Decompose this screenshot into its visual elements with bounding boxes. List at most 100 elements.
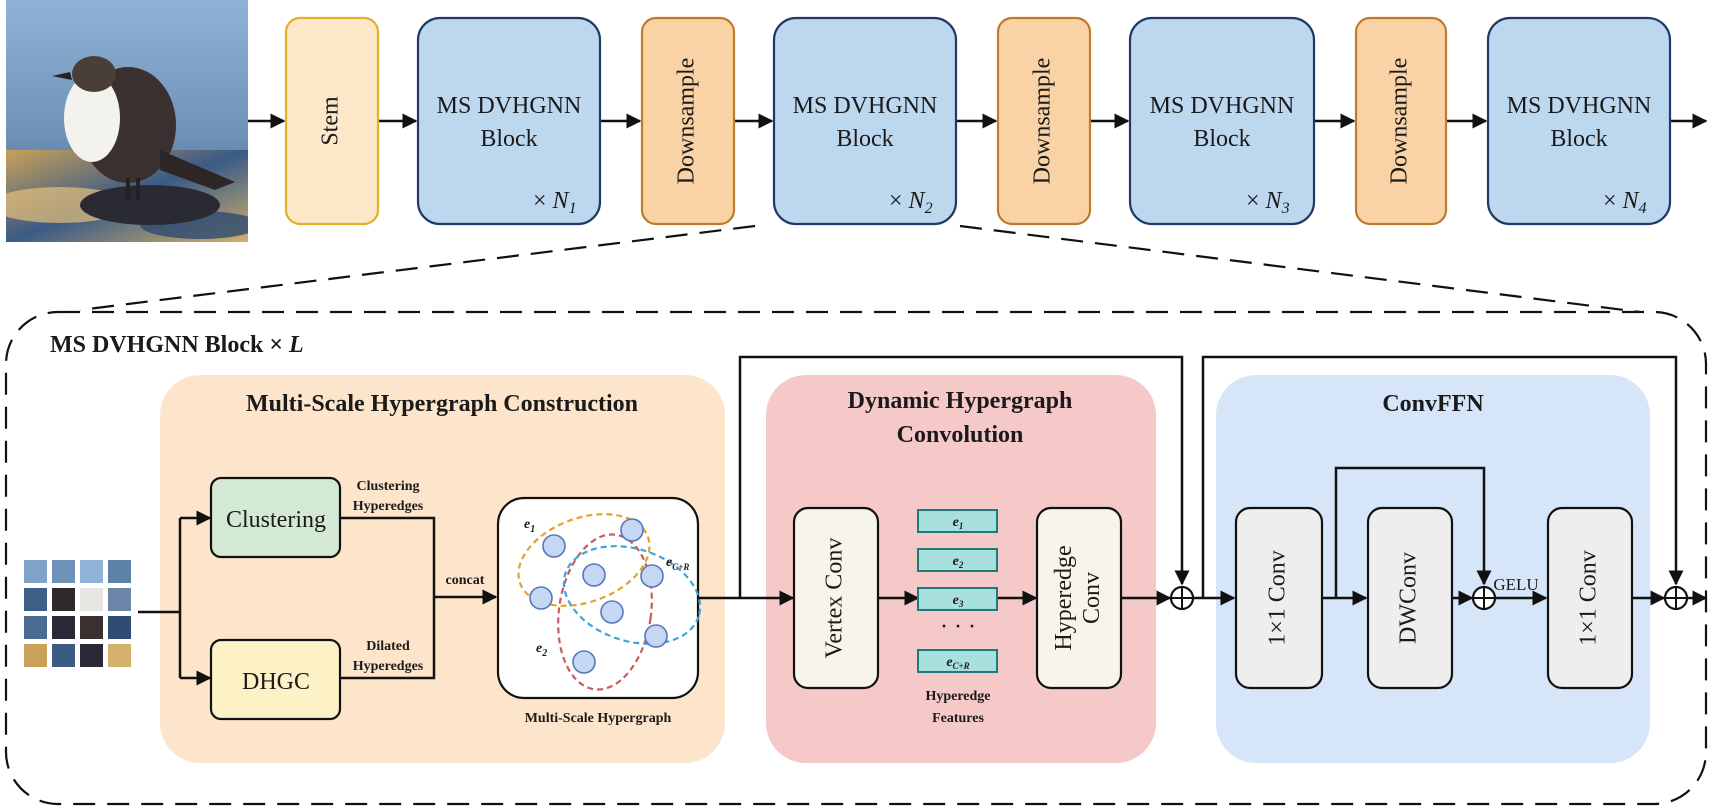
image-patch <box>52 560 75 583</box>
hypergraph-node <box>640 564 664 588</box>
dilated-edges-line2: Hyperedges <box>353 659 424 674</box>
multi-scale-hypergraph: e1 e2 eC+R <box>496 496 702 700</box>
hyperedge-feature-tile <box>917 587 998 611</box>
gelu-label: GELU <box>1493 575 1538 594</box>
hyperedge-feature-stack: e1 e2 e3 eC+R <box>917 509 998 673</box>
hyperedge-e2 <box>557 533 653 691</box>
vertex-conv-label: Vertex Conv <box>822 538 848 659</box>
hypergraph-node <box>644 624 668 648</box>
ms-dvhgnn-block-2: MS DVHGNN Block × N2 <box>772 16 958 226</box>
residual-skip-2 <box>1201 355 1678 598</box>
e2-label: e2 <box>536 641 547 659</box>
vertex-conv-box: Vertex Conv <box>792 506 880 690</box>
zoom-line-right <box>959 224 1641 314</box>
block-4-line2: Block <box>1550 126 1607 152</box>
hyperedge-feature-tile <box>917 649 998 673</box>
clustering-label: Clustering <box>226 507 326 533</box>
hypergraph-caption: Multi-Scale Hypergraph <box>525 711 672 726</box>
image-patch <box>24 588 47 611</box>
hypergraph-node <box>620 518 644 542</box>
dhc-title-1: Dynamic Hypergraph <box>848 388 1073 414</box>
image-patch <box>24 644 47 667</box>
stem-block: Stem <box>284 16 380 226</box>
block-1-line2: Block <box>480 126 537 152</box>
image-patch <box>52 644 75 667</box>
image-patch <box>24 616 47 639</box>
block-4-multiplier: × N4 <box>1603 188 1647 217</box>
block-2-multiplier: × N2 <box>889 188 933 217</box>
image-patch <box>80 588 103 611</box>
downsample-2-label: Downsample <box>1030 58 1056 185</box>
e2-sub: 2 <box>541 648 547 659</box>
input-image <box>6 0 248 242</box>
add-icon <box>1471 585 1497 611</box>
clustering-box: Clustering <box>209 476 342 559</box>
e1-sub: 1 <box>530 524 535 535</box>
features-label-2: Features <box>932 711 984 726</box>
hyperedge-ecr <box>562 545 702 645</box>
dhgc-label: DHGC <box>242 669 310 695</box>
conv1x1-box-1: 1×1 Conv <box>1234 506 1324 690</box>
features-ellipsis: · · · <box>940 614 976 640</box>
ecr-sub: C+R <box>672 562 689 572</box>
ecr-text: e <box>666 555 672 570</box>
ms-dvhgnn-block-3: MS DVHGNN Block × N3 <box>1128 16 1316 226</box>
block-2-line1: MS DVHGNN <box>793 93 938 119</box>
stem-label: Stem <box>318 96 344 146</box>
dilated-edges-line1: Dilated <box>366 639 410 654</box>
image-patch <box>80 644 103 667</box>
hyperedge-feature-label: e3 <box>953 593 964 609</box>
hyperedge-feature-tile <box>917 509 998 533</box>
image-patch <box>108 560 131 583</box>
clustering-edges-line1: Clustering <box>357 479 420 494</box>
patch-grid-input <box>24 560 131 667</box>
downsample-1-label: Downsample <box>674 58 700 185</box>
block-detail-frame <box>4 310 1708 806</box>
ms-dvhgnn-block-1: MS DVHGNN Block × N1 <box>416 16 602 226</box>
conv1-label: 1×1 Conv <box>1265 550 1291 646</box>
hypergraph-node <box>542 534 566 558</box>
hyperedge-e1 <box>517 513 651 607</box>
hypergraph-node <box>600 600 624 624</box>
hyperedge-feature-tile <box>917 548 998 572</box>
add-icon <box>1663 585 1689 611</box>
image-patch <box>108 616 131 639</box>
hyperedge-conv-box: HyperedgeConv <box>1035 506 1123 690</box>
image-patch <box>52 588 75 611</box>
hyperedge-feature-label: e1 <box>953 515 964 531</box>
block-3-line1: MS DVHGNN <box>1150 93 1295 119</box>
block-3-multiplier: × N3 <box>1246 188 1290 217</box>
conv1x1-box-2: 1×1 Conv <box>1546 506 1634 690</box>
image-patch <box>80 560 103 583</box>
dhc-title-2: Convolution <box>897 422 1024 448</box>
block-1-multiplier: × N1 <box>533 188 577 217</box>
hypergraph-node <box>529 586 553 610</box>
dwconv-box: DWConv <box>1366 506 1454 690</box>
downsample-3-label: Downsample <box>1387 58 1413 185</box>
downsample-block-1: Downsample <box>640 16 736 226</box>
downsample-block-3: Downsample <box>1354 16 1448 226</box>
concat-label: concat <box>446 573 485 588</box>
image-patch <box>80 616 103 639</box>
hypergraph-node <box>572 650 596 674</box>
features-label-1: Hyperedge <box>925 689 990 704</box>
ms-dvhgnn-block-4: MS DVHGNN Block × N4 <box>1486 16 1672 226</box>
block-3-line2: Block <box>1193 126 1250 152</box>
dwconv-label: DWConv <box>1396 552 1422 644</box>
conv2-label: 1×1 Conv <box>1576 550 1602 646</box>
e1-label: e1 <box>524 517 535 535</box>
e2-text: e <box>536 641 542 656</box>
residual-skip-1 <box>738 355 1184 598</box>
msh-title: Multi-Scale Hypergraph Construction <box>246 391 638 417</box>
block-detail-title: MS DVHGNN Block × L <box>50 332 304 358</box>
hypergraph-node <box>582 563 606 587</box>
ecr-label: eC+R <box>666 555 689 572</box>
image-patch <box>52 616 75 639</box>
hyperedge-feature-label: e2 <box>953 554 964 570</box>
ffn-title: ConvFFN <box>1382 391 1484 417</box>
image-patch <box>108 588 131 611</box>
residual-skip-3 <box>1334 466 1486 598</box>
hyperedge-feature-label: eC+R <box>946 655 969 671</box>
downsample-block-2: Downsample <box>996 16 1092 226</box>
block-2-line2: Block <box>836 126 893 152</box>
